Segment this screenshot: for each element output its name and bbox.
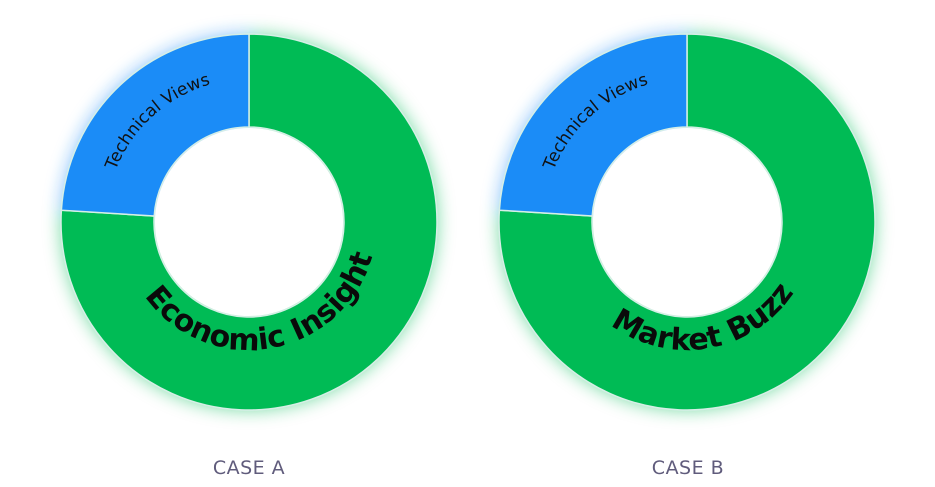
donut-hole [593,128,781,316]
slice-market-buzz[interactable] [498,33,876,411]
slice-economic-insight[interactable] [60,33,438,411]
case-b-label: CASE B [652,457,724,479]
donut-hole [155,128,343,316]
slice-technical-views[interactable] [60,33,250,217]
slice-technical-views[interactable] [498,33,688,217]
case-a-label: CASE A [213,457,285,479]
